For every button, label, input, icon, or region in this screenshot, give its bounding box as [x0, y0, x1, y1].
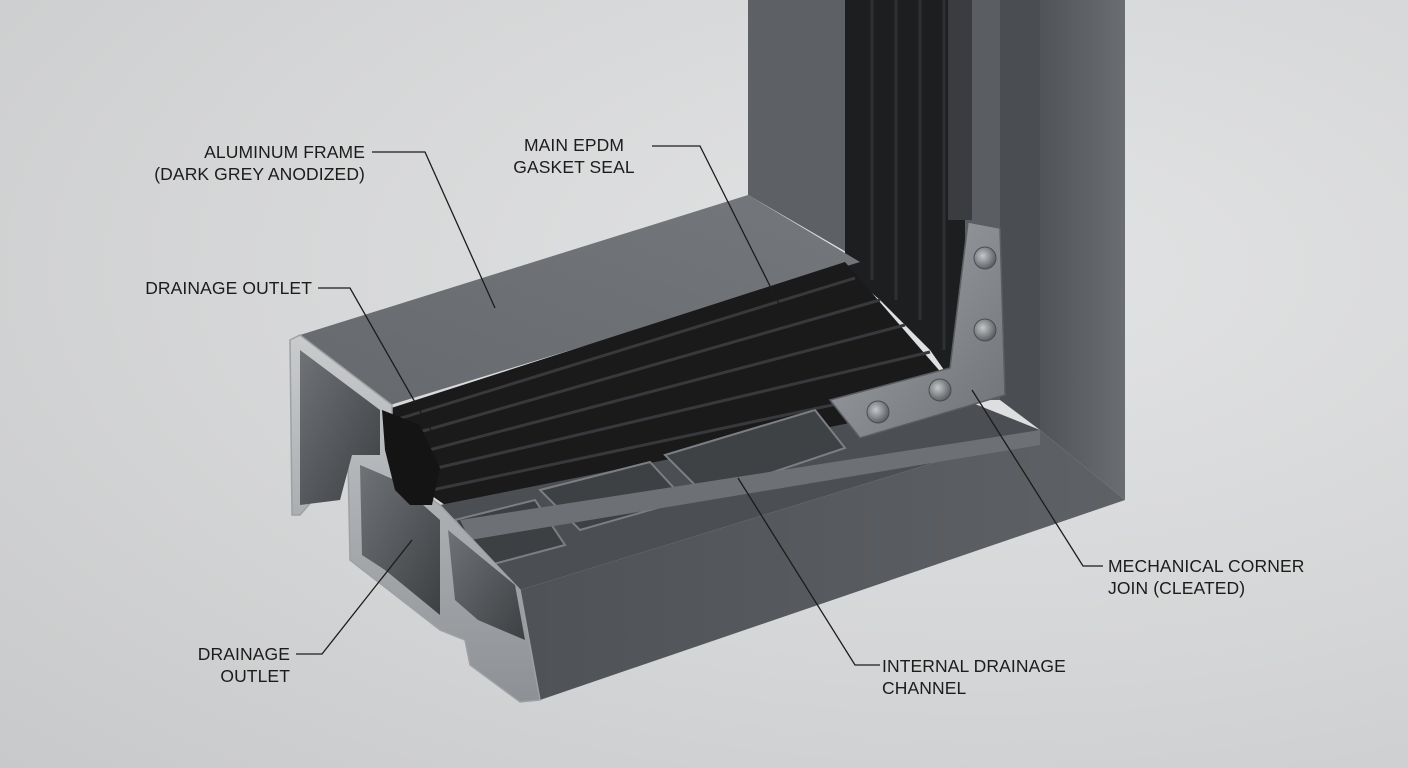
jamb-gasket-ridges	[870, 0, 946, 350]
callout-drainage-outlet-bottom-line2: OUTLET	[220, 666, 290, 686]
callout-drainage-outlet-top-line1: DRAINAGE OUTLET	[145, 278, 312, 298]
callout-internal-channel-line2: CHANNEL	[882, 678, 967, 698]
callout-corner-join: MECHANICAL CORNER JOIN (CLEATED)	[1108, 555, 1338, 599]
callout-aluminum-frame-line1: ALUMINUM FRAME	[204, 142, 365, 162]
callout-aluminum-frame-line2: (DARK GREY ANODIZED)	[154, 164, 365, 184]
vertical-jamb-inner-face	[1000, 0, 1040, 430]
callout-drainage-outlet-bottom: DRAINAGE OUTLET	[150, 643, 290, 687]
callout-gasket-seal-line1: MAIN EPDM	[523, 135, 625, 155]
leader-lines	[296, 145, 1103, 666]
callout-internal-channel-line1: INTERNAL DRAINAGE	[882, 656, 1066, 676]
leader-drainage-outlet-bottom	[296, 539, 413, 655]
leader-corner-join	[971, 389, 1103, 567]
callout-gasket-seal-line2: GASKET SEAL	[513, 157, 635, 177]
callout-drainage-outlet-top: DRAINAGE OUTLET	[100, 277, 312, 299]
callout-aluminum-frame: ALUMINUM FRAME (DARK GREY ANODIZED)	[140, 141, 365, 185]
sill-front-face	[520, 430, 1125, 700]
callout-gasket-seal: MAIN EPDM GASKET SEAL	[500, 134, 648, 178]
callout-corner-join-line2: JOIN (CLEATED)	[1108, 578, 1246, 598]
callout-corner-join-line1: MECHANICAL CORNER	[1108, 556, 1305, 576]
cleat-screws	[866, 246, 997, 424]
corner-cleat	[828, 221, 1006, 439]
leader-drainage-outlet-top	[318, 287, 433, 433]
profile-cross-section	[289, 334, 541, 703]
sill-top-face	[300, 195, 860, 405]
sill-gasket-seal	[385, 262, 965, 505]
sill-front-ledge	[460, 430, 1040, 540]
leader-gasket-seal	[652, 145, 789, 323]
jamb-gasket-channel	[845, 0, 965, 400]
callout-drainage-outlet-bottom-line1: DRAINAGE	[197, 644, 290, 664]
jamb-inner-recess	[948, 0, 972, 220]
vertical-jamb-front-face	[1040, 0, 1125, 500]
leader-internal-channel	[737, 477, 880, 666]
leader-aluminum-frame	[372, 151, 496, 309]
callout-internal-channel: INTERNAL DRAINAGE CHANNEL	[882, 655, 1112, 699]
